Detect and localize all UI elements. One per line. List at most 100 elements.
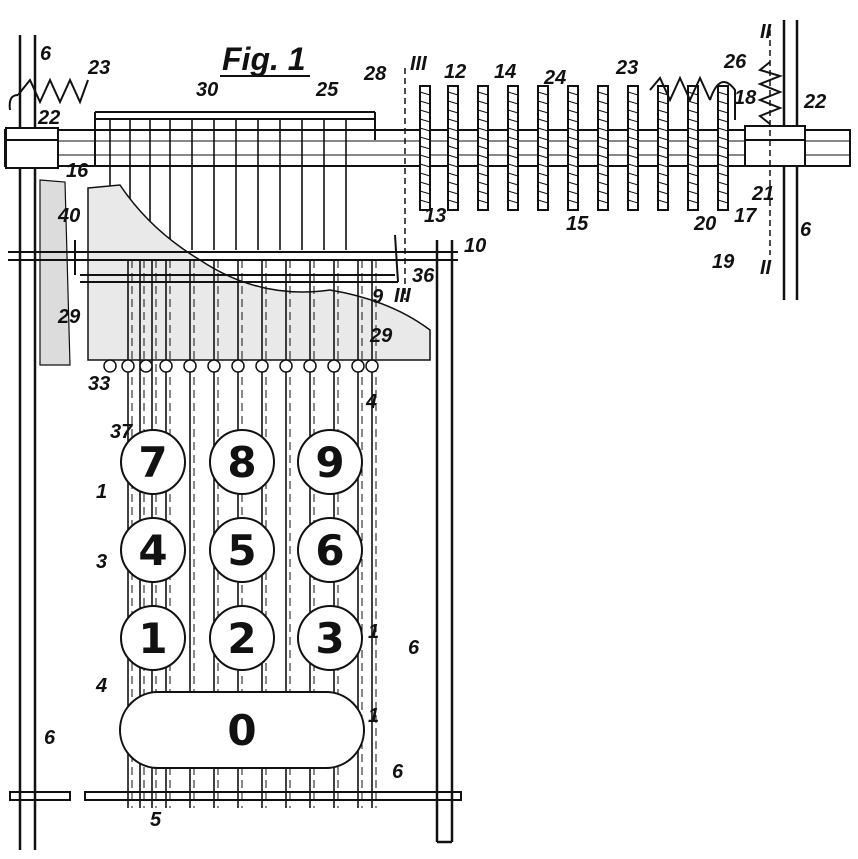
rod-head <box>303 359 317 373</box>
ratchet-disc <box>477 85 489 211</box>
ref-label-l1_left: 1 <box>96 481 107 503</box>
spring-23-right <box>649 75 736 120</box>
ref-label-l22_right: 22 <box>803 91 826 113</box>
ref-label-lIII_top: III <box>410 53 427 75</box>
key-0[interactable]: 0 <box>119 691 365 769</box>
ref-label-l6_mid: 6 <box>408 637 420 659</box>
rod-head <box>103 359 117 373</box>
rod-head <box>207 359 221 373</box>
ratchet-discs <box>419 85 729 211</box>
ref-label-l37: 37 <box>110 421 133 443</box>
ref-label-l18: 18 <box>734 87 757 109</box>
ref-label-l30: 30 <box>196 79 218 101</box>
key-label: 9 <box>315 438 344 487</box>
left-frame-bar <box>18 35 37 850</box>
ref-label-l1_right_mid: 1 <box>368 621 379 643</box>
key-label: 7 <box>138 438 167 487</box>
key-1[interactable]: 1 <box>120 605 186 671</box>
rod-head <box>327 359 341 373</box>
spring-26 <box>757 61 784 125</box>
key-label: 4 <box>138 526 167 575</box>
ref-label-l9: 9 <box>372 286 384 308</box>
key-label: 1 <box>138 614 167 663</box>
ref-label-l36: 36 <box>412 265 435 287</box>
ref-label-l20: 20 <box>693 213 716 235</box>
ref-label-l1_right_low: 1 <box>368 705 379 727</box>
ratchet-disc <box>537 85 549 211</box>
ratchet-disc <box>627 85 639 211</box>
rod-head <box>159 359 173 373</box>
cutaway-plate <box>39 179 431 366</box>
ref-label-l19: 19 <box>712 251 735 273</box>
ref-label-lII_bottom: II <box>760 257 772 279</box>
key-2[interactable]: 2 <box>209 605 275 671</box>
rod-head <box>121 359 135 373</box>
rod-head <box>279 359 293 373</box>
section-lines <box>404 30 771 300</box>
key-3[interactable]: 3 <box>297 605 363 671</box>
ref-label-lII_top: II <box>760 21 772 43</box>
rod-head <box>231 359 245 373</box>
key-label: 5 <box>227 526 256 575</box>
ref-label-l4_left: 4 <box>95 675 107 697</box>
ref-label-l5: 5 <box>150 809 162 831</box>
middle-frame-bar <box>435 240 454 844</box>
ref-label-l10: 10 <box>464 235 486 257</box>
ref-label-l12: 12 <box>444 61 466 83</box>
spring-23-left <box>8 77 89 111</box>
ref-label-l33: 33 <box>88 373 110 395</box>
ref-label-l29_left: 29 <box>57 306 81 328</box>
key-8[interactable]: 8 <box>209 429 275 495</box>
ratchet-disc <box>687 85 699 211</box>
key-6[interactable]: 6 <box>297 517 363 583</box>
ref-label-l17: 17 <box>734 205 757 227</box>
ref-label-l21: 21 <box>751 183 774 205</box>
bail-30 <box>94 111 376 165</box>
ref-label-l14: 14 <box>494 61 516 83</box>
ratchet-disc <box>507 85 519 211</box>
key-bars <box>109 120 347 250</box>
ref-label-l16: 16 <box>66 160 89 182</box>
ratchet-disc <box>717 85 729 211</box>
rod-head <box>139 359 153 373</box>
tray-frame <box>8 234 458 283</box>
key-9[interactable]: 9 <box>297 429 363 495</box>
key-label: 6 <box>315 526 344 575</box>
ratchet-disc <box>419 85 431 211</box>
ref-label-l6_bottom: 6 <box>392 761 404 783</box>
ref-label-l40: 40 <box>57 205 80 227</box>
ref-label-l4_mid: 4 <box>365 391 377 413</box>
ref-label-l6_left_lower: 6 <box>44 727 56 749</box>
left-bearing-22 <box>5 127 59 169</box>
ratchet-disc <box>567 85 579 211</box>
ref-label-l6_topleft: 6 <box>40 43 52 65</box>
key-4[interactable]: 4 <box>120 517 186 583</box>
key-rod <box>371 260 377 808</box>
ref-label-l24: 24 <box>543 67 566 89</box>
ratchet-disc <box>597 85 609 211</box>
key-5[interactable]: 5 <box>209 517 275 583</box>
ref-label-l22_left: 22 <box>37 107 60 129</box>
rod-head <box>351 359 365 373</box>
rod-heads <box>103 359 379 373</box>
key-label: 0 <box>227 706 256 755</box>
key-7[interactable]: 7 <box>120 429 186 495</box>
ref-label-l3: 3 <box>96 551 107 573</box>
key-label: 3 <box>315 614 344 663</box>
rod-head <box>255 359 269 373</box>
ref-label-l23_right: 23 <box>615 57 638 79</box>
ref-label-l6_right: 6 <box>800 219 812 241</box>
key-label: 8 <box>227 438 256 487</box>
ratchet-disc <box>447 85 459 211</box>
ref-label-l25: 25 <box>315 79 339 101</box>
ref-label-l26: 26 <box>723 51 747 73</box>
key-label: 2 <box>227 614 256 663</box>
ref-label-l28: 28 <box>363 63 387 85</box>
reference-labels: 62322164029333713465661142993610III13III… <box>37 21 826 831</box>
ref-label-l29_mid: 29 <box>369 325 393 347</box>
ref-label-l15: 15 <box>566 213 589 235</box>
figure-title: Fig. 1 <box>222 41 306 77</box>
rod-head <box>183 359 197 373</box>
ratchet-disc <box>657 85 669 211</box>
